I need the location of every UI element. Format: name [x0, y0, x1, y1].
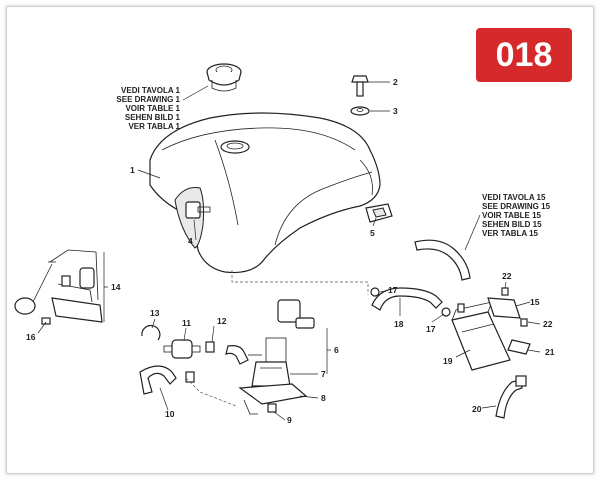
page-number-badge: 018 [476, 28, 572, 82]
pump-flange-8 [238, 383, 308, 415]
callout-4: 4 [188, 236, 193, 246]
callout-11: 11 [182, 318, 191, 328]
clamp-17a [370, 287, 380, 297]
hose-20 [495, 375, 527, 419]
ref-top-line-3: SEHEN BILD 1 [125, 113, 181, 122]
callout-3: 3 [393, 106, 398, 116]
evap-canister-19 [451, 301, 511, 371]
hose-12 [205, 341, 249, 365]
screw-16 [41, 317, 51, 325]
callout-13: 13 [150, 308, 160, 318]
breather-hose-top [414, 239, 471, 281]
ref-top-line-1: SEE DRAWING 1 [116, 95, 180, 104]
callout-20: 20 [472, 404, 482, 414]
callout-18: 18 [394, 319, 404, 329]
callout-5: 5 [370, 228, 375, 238]
fuel-level-sensor-14 [14, 249, 103, 323]
fuel-filter-11 [163, 339, 201, 359]
screw-22b [520, 318, 528, 327]
bracket-15 [487, 297, 521, 319]
callout-14: 14 [111, 282, 121, 292]
ref-right-line-3: SEHEN BILD 15 [482, 220, 542, 229]
callout-17a: 17 [388, 285, 398, 295]
callout-9: 9 [287, 415, 292, 425]
callout-15: 15 [530, 297, 540, 307]
reference-note-drawing-1: VEDI TAVOLA 1 SEE DRAWING 1 VOIR TABLE 1… [116, 85, 209, 131]
callout-12: 12 [217, 316, 227, 326]
fuel-pump-6 [248, 299, 315, 367]
ref-top-line-0: VEDI TAVOLA 1 [121, 86, 181, 95]
reference-note-drawing-15: VEDI TAVOLA 15 SEE DRAWING 15 VOIR TABLE… [464, 193, 551, 251]
washer-3 [350, 106, 370, 116]
screw-9 [267, 403, 277, 413]
callout-2: 2 [393, 77, 398, 87]
fuel-pump-body-7 [251, 361, 291, 387]
callout-17b: 17 [426, 324, 436, 334]
ref-top-line-2: VOIR TABLE 1 [125, 104, 180, 113]
ref-top-line-4: VER TABLA 1 [128, 122, 180, 131]
screw-22a [501, 287, 509, 296]
hose-18 [371, 287, 443, 311]
callout-6: 6 [334, 345, 339, 355]
ref-right-line-2: VOIR TABLE 15 [482, 211, 542, 220]
leader-lines [37, 81, 541, 421]
callout-19: 19 [443, 356, 453, 366]
ref-right-line-0: VEDI TAVOLA 15 [482, 193, 546, 202]
callout-21: 21 [545, 347, 555, 357]
strap-21 [507, 339, 531, 355]
callout-7: 7 [321, 369, 326, 379]
callout-1: 1 [130, 165, 135, 175]
page-frame [6, 6, 594, 474]
hose-10 [139, 365, 195, 395]
callout-numbers: 1 2 3 4 5 6 7 8 9 10 11 12 13 14 15 16 1… [26, 77, 555, 425]
callout-8: 8 [321, 393, 326, 403]
ref-right-line-4: VER TABLA 15 [482, 229, 539, 238]
callout-22b: 22 [543, 319, 553, 329]
callout-22a: 22 [502, 271, 512, 281]
rubber-pad-5 [365, 203, 393, 223]
callout-10: 10 [165, 409, 175, 419]
fuel-tank [149, 112, 381, 274]
ref-right-line-1: SEE DRAWING 15 [482, 202, 551, 211]
tank-fuel-outlet-4 [185, 201, 211, 219]
fuel-cap-assembly [206, 63, 242, 92]
callout-16: 16 [26, 332, 36, 342]
bolt-2 [351, 75, 369, 97]
clamp-13 [141, 324, 161, 341]
